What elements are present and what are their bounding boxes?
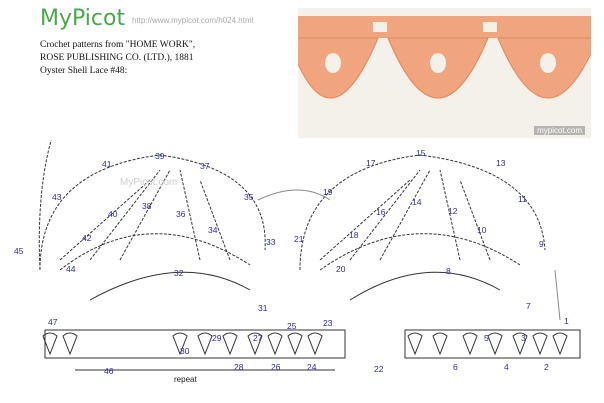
shell-stitch bbox=[62, 332, 78, 356]
stitch-number: 44 bbox=[66, 264, 76, 274]
stitch-number: 24 bbox=[307, 362, 317, 372]
shell-stitch bbox=[222, 332, 238, 356]
shell-stitch bbox=[532, 332, 548, 356]
stitch-number: 5 bbox=[484, 333, 489, 343]
photo-watermark: mypicot.com bbox=[534, 126, 585, 135]
stitch-number: 35 bbox=[244, 192, 254, 202]
stitch-number: 47 bbox=[48, 317, 58, 327]
stitch-number: 33 bbox=[266, 237, 276, 247]
stitch-number: 40 bbox=[108, 209, 118, 219]
stitch-number: 11 bbox=[518, 194, 527, 204]
stitch-number: 28 bbox=[234, 362, 244, 372]
shell-stitch bbox=[287, 332, 303, 356]
shell-stitch bbox=[267, 332, 283, 356]
shell-stitch bbox=[42, 332, 58, 356]
stitch-number: 42 bbox=[82, 233, 92, 243]
shell-stitch bbox=[247, 332, 263, 356]
shell-stitch bbox=[172, 332, 188, 356]
shell-stitch bbox=[307, 332, 323, 356]
stitch-number: 22 bbox=[374, 364, 384, 374]
stitch-number: 32 bbox=[174, 268, 184, 278]
stitch-number: 37 bbox=[200, 161, 210, 171]
stitch-number: 4 bbox=[504, 362, 509, 372]
shell-stitch bbox=[487, 332, 503, 356]
stitch-number: 41 bbox=[102, 159, 112, 169]
crochet-chart bbox=[38, 140, 581, 371]
shell-stitch bbox=[552, 332, 568, 356]
lace-photo: mypicot.com bbox=[298, 8, 591, 138]
stitch-number: 19 bbox=[323, 187, 333, 197]
mypicot-logo: MyPicot bbox=[40, 6, 126, 31]
stitch-number: 1 bbox=[564, 316, 569, 326]
stitch-number: 43 bbox=[52, 192, 62, 202]
lace-illustration bbox=[298, 16, 591, 99]
stitch-number: 9 bbox=[539, 239, 544, 249]
stitch-number: 34 bbox=[208, 225, 218, 235]
stitch-number: 38 bbox=[142, 201, 152, 211]
stitch-number: 7 bbox=[526, 301, 531, 311]
source-url[interactable]: http://www.mypicot.com/h024.html bbox=[132, 16, 254, 25]
stitch-number: 16 bbox=[376, 207, 386, 217]
stitch-number: 46 bbox=[104, 366, 114, 376]
stitch-number: 39 bbox=[155, 151, 165, 161]
stitch-number: 14 bbox=[412, 197, 422, 207]
stitch-number: 12 bbox=[448, 206, 458, 216]
stitch-number: 6 bbox=[453, 362, 458, 372]
stitch-number: 10 bbox=[477, 225, 487, 235]
shell-stitch bbox=[512, 332, 528, 356]
stitch-number: 17 bbox=[366, 158, 376, 168]
pattern-title: Oyster Shell Lace #48: bbox=[40, 66, 128, 76]
stitch-number: 31 bbox=[258, 303, 268, 313]
stitch-number: 8 bbox=[446, 266, 451, 276]
stitch-number: 3 bbox=[521, 333, 526, 343]
stitch-number: 29 bbox=[212, 333, 222, 343]
source-line-2: ROSE PUBLISHING CO. (LTD.), 1881 bbox=[40, 53, 194, 63]
stitch-number: 21 bbox=[294, 234, 304, 244]
stitch-number: 15 bbox=[416, 148, 426, 158]
shell-stitch bbox=[462, 332, 478, 356]
stitch-number: 18 bbox=[349, 230, 359, 240]
stitch-number: 23 bbox=[323, 318, 333, 328]
stitch-number: 27 bbox=[253, 333, 263, 343]
stitch-number: 30 bbox=[180, 346, 190, 356]
source-line-1: Crochet patterns from "HOME WORK", bbox=[40, 40, 196, 50]
stitch-number: 20 bbox=[336, 264, 346, 274]
stitch-number: 13 bbox=[496, 158, 506, 168]
repeat-label: repeat bbox=[174, 375, 197, 384]
stitch-number: 25 bbox=[287, 321, 297, 331]
stitch-number: 36 bbox=[176, 209, 186, 219]
diagram-watermark: MyPicot.com bbox=[120, 177, 178, 188]
shell-stitch bbox=[407, 332, 423, 356]
shell-stitch bbox=[197, 332, 213, 356]
shell-stitch bbox=[432, 332, 448, 356]
stitch-number: 26 bbox=[271, 362, 281, 372]
stitch-number: 45 bbox=[14, 246, 24, 256]
stitch-number: 2 bbox=[544, 362, 549, 372]
